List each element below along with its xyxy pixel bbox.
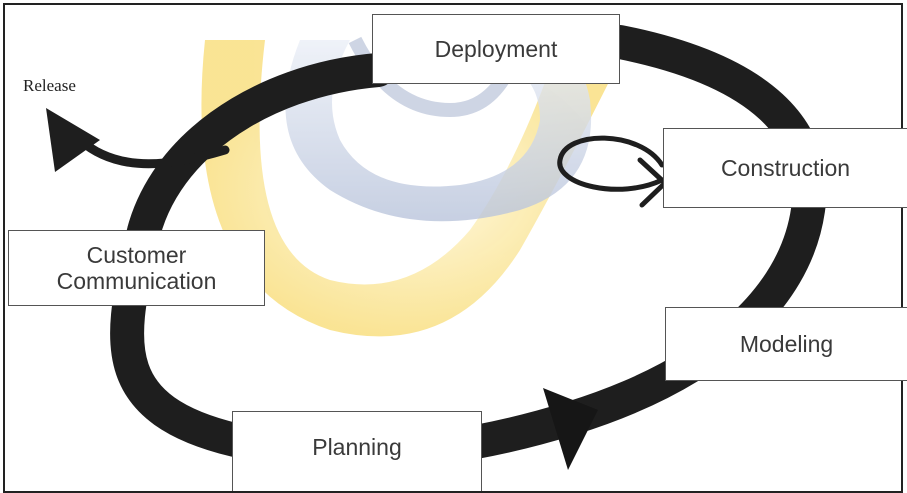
release-arrow-shaft bbox=[75, 135, 230, 169]
construction-loop bbox=[557, 135, 665, 192]
release-arrowhead bbox=[46, 108, 100, 172]
release-label: Release bbox=[23, 76, 76, 95]
stage-construction-label: Construction bbox=[720, 154, 851, 181]
stage-customer-communication-line1: Customer bbox=[86, 241, 187, 268]
stage-modeling-label: Modeling bbox=[739, 330, 834, 357]
stage-customer-communication-line2: Communication bbox=[56, 268, 217, 294]
cycle-arrowhead bbox=[543, 388, 598, 470]
stage-planning: Planning bbox=[232, 411, 482, 491]
stage-modeling: Modeling bbox=[665, 307, 907, 381]
stage-customer-communication: Customer Communication bbox=[8, 230, 265, 306]
stage-deployment: Deployment bbox=[372, 14, 620, 84]
stage-construction: Construction bbox=[663, 128, 907, 208]
stage-deployment-label: Deployment bbox=[434, 35, 558, 62]
stage-planning-label: Planning bbox=[312, 434, 402, 460]
